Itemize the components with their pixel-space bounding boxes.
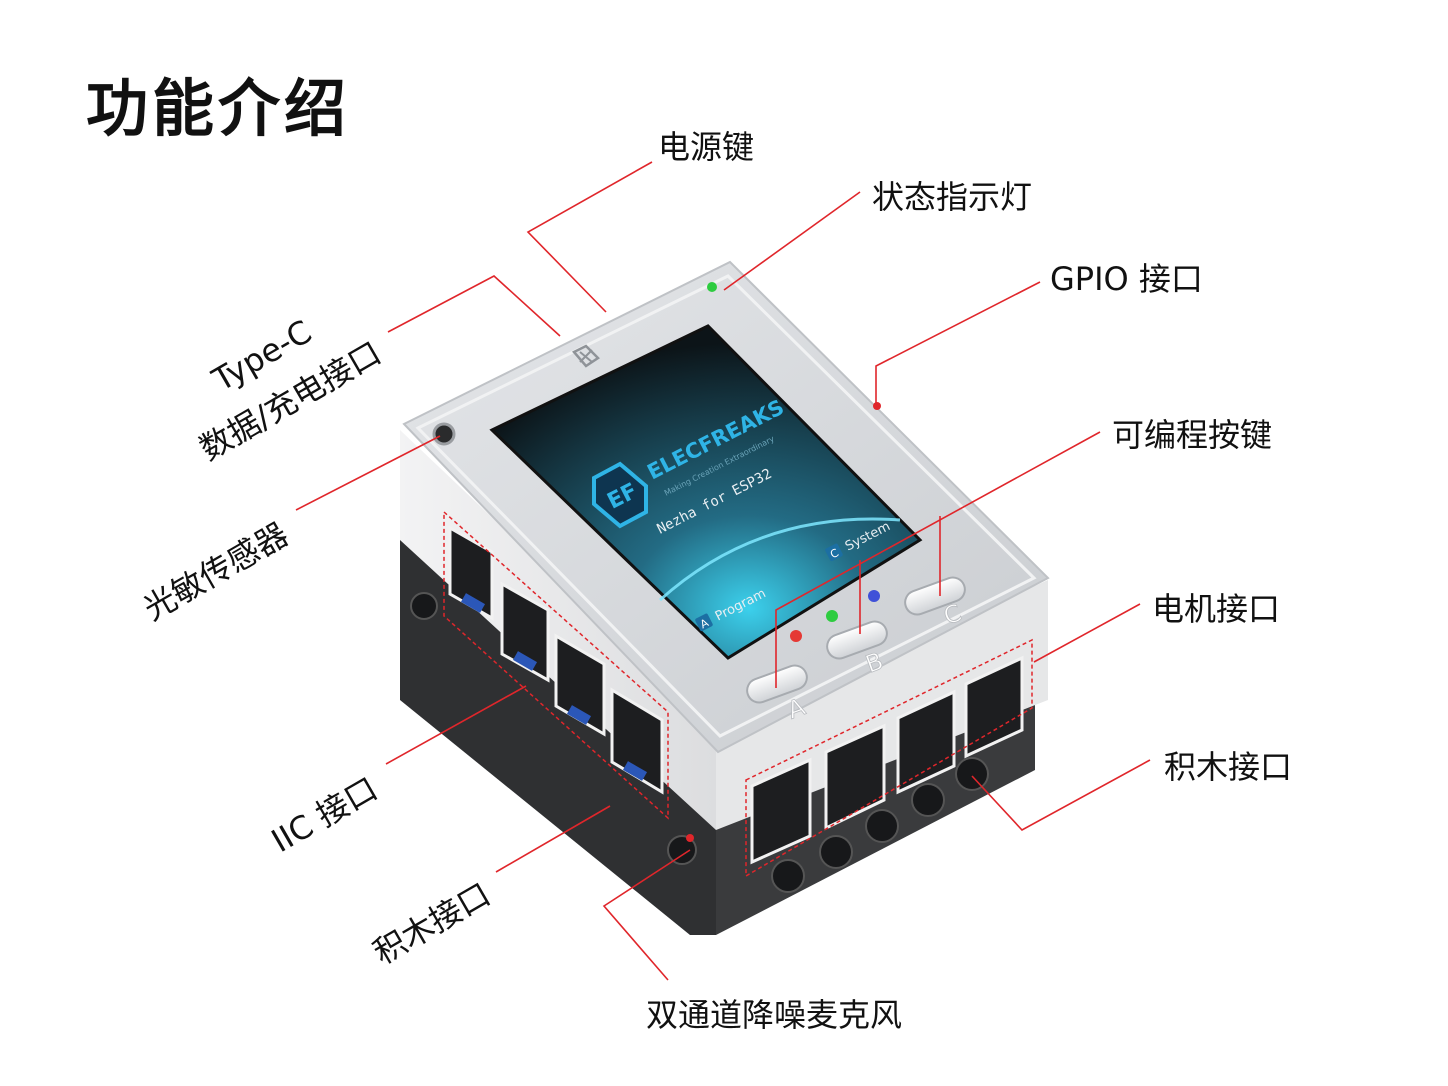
iic-tab-3 [566,705,592,725]
motor-highlight-frame [745,638,1033,878]
iic-tab-2 [512,651,538,671]
light-sensor-icon [432,422,456,446]
status-led-icon [707,282,717,292]
page-title: 功能介绍 [86,72,351,145]
label-microphone: 双通道降噪麦克风 [646,996,903,1034]
led-red-icon [790,630,802,642]
label-power-key: 电源键 [658,128,755,166]
base-left [400,530,716,935]
socket-r2 [819,835,853,869]
iic-port-3 [554,633,606,737]
motor-port-group [745,638,1033,878]
iic-port-4 [610,687,664,795]
iic-port-2 [500,581,550,683]
motor-port-3 [896,689,956,795]
lcd-screen: EF ELECFREAKS Making Creation Extraordin… [489,324,923,660]
socket-r3 [865,809,899,843]
brand-badge-icon [572,344,600,368]
label-gpio: GPIO 接口 [1050,260,1203,298]
iic-tab-1 [460,593,486,613]
button-b[interactable]: B [824,618,890,679]
iic-port-group [443,510,669,820]
socket-l1 [410,592,438,620]
top-plate-edge [415,274,1037,738]
leader-typec [387,275,561,337]
block-sockets-right [771,757,989,893]
leader-microphone [602,849,691,981]
socket-r5 [955,757,989,791]
leader-power-key [526,161,653,313]
iic-port-1 [448,525,494,621]
leader-lines [295,161,1151,981]
block-sockets-left [410,592,697,865]
leader-status-led [723,191,861,291]
label-status-led: 状态指示灯 [872,178,1033,216]
leader-prog-keys [775,431,1101,688]
label-block-ports-right: 积木接口 [1164,748,1293,786]
leader-iic [385,685,527,765]
iic-highlight-frame [443,510,669,820]
leader-light-sensor [295,435,441,511]
leader-block-left [495,805,611,873]
motor-port-2 [824,723,886,831]
iic-tab-4 [622,761,648,781]
leader-motor [1033,603,1141,663]
led-blue-icon [868,590,880,602]
leader-block-right [971,759,1151,832]
leader-gpio [875,281,1041,406]
socket-r1 [771,859,805,893]
socket-l2 [667,835,697,865]
socket-r4 [911,783,945,817]
microphone-hole-icon [686,834,694,842]
label-motor-ports: 电机接口 [1152,590,1281,628]
elecfreaks-logo-icon: EF [592,461,648,529]
led-green-icon [826,610,838,622]
motor-port-1 [750,757,812,865]
motor-port-4 [964,655,1024,759]
gpio-dot-icon [873,402,881,410]
label-programmable-keys: 可编程按键 [1112,416,1273,454]
